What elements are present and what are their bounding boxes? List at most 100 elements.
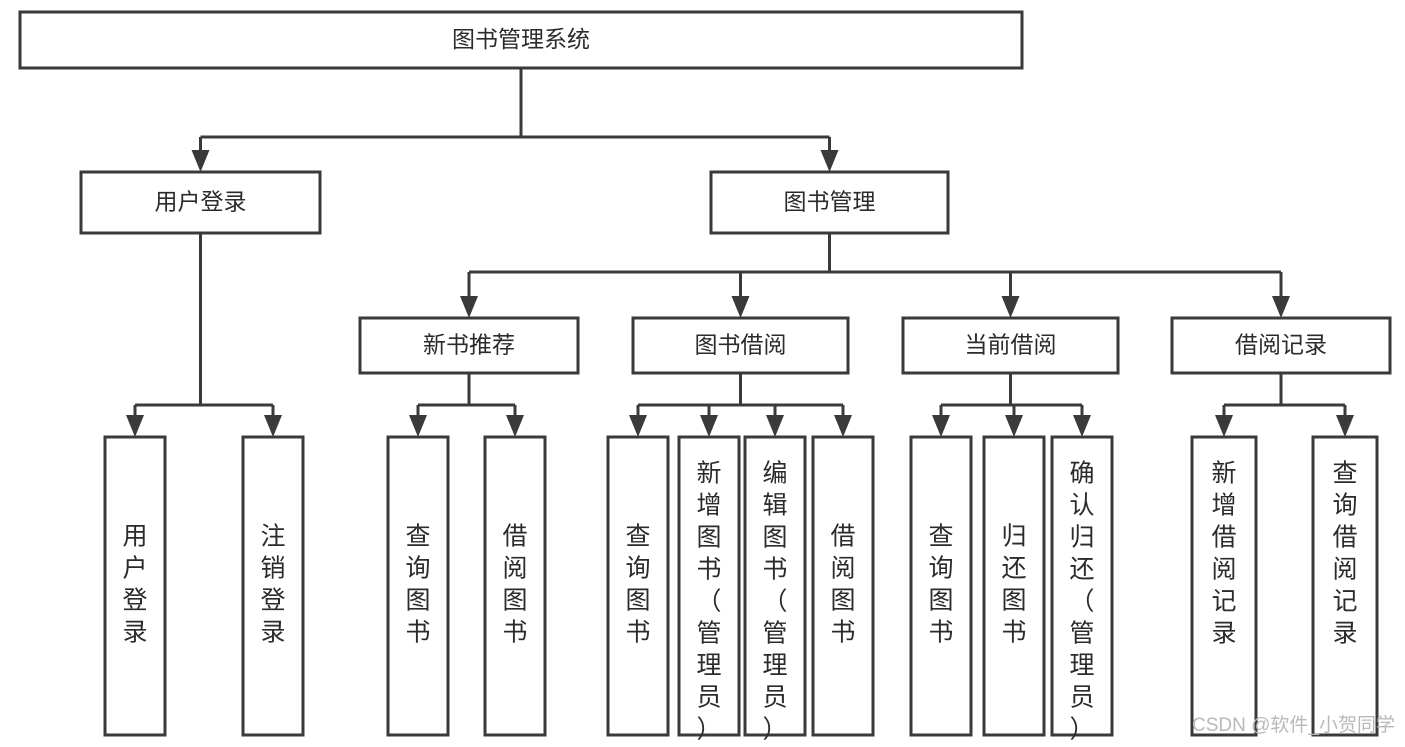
node-label-leaf-confirm-return-char-6: 理 [1069,652,1094,680]
node-label-leaf-borrow-book-2-char-0: 借 [830,523,855,551]
node-label-leaf-borrow-book-1-char-0: 借 [502,523,527,551]
node-label-leaf-borrow-book-1-char-3: 书 [502,619,527,647]
node-user-login[interactable]: 用户登录 [79,170,322,235]
node-label-leaf-add-record-char-2: 借 [1211,524,1236,552]
connector-layer [126,68,1354,437]
node-label-leaf-add-book-char-7: 员 [696,684,721,712]
arrow-head-icon-leaf-return-book [1005,415,1023,437]
node-borrow-record[interactable]: 借阅记录 [1170,316,1392,375]
arrow-head-icon-leaf-add-record [1215,415,1233,437]
node-label-new-book-rec: 新书推荐 [423,332,515,358]
node-label-leaf-query-book-2-char-3: 书 [625,619,650,647]
node-label-leaf-return-book-char-0: 归 [1001,523,1026,551]
arrow-head-icon-leaf-query-book-1 [409,415,427,437]
csdn-watermark: CSDN @软件_小贺同学 [1192,714,1395,736]
node-label-leaf-edit-book-char-2: 图 [762,524,787,552]
node-label-leaf-add-book-char-0: 新 [696,460,721,488]
node-label-leaf-edit-book-char-3: 书 [762,556,787,584]
node-label-leaf-add-book-char-1: 增 [696,492,721,520]
node-label-book-manage: 图书管理 [784,189,876,215]
node-layer: 图书管理系统用户登录图书管理新书推荐图书借阅当前借阅借阅记录用户登录注销登录查询… [18,10,1392,744]
arrow-head-icon-current-borrow [1001,296,1020,318]
node-box-borrow-record [1170,316,1392,375]
arrow-head-icon-book-manage [820,150,839,172]
node-label-leaf-borrow-book-2-char-3: 书 [830,619,855,647]
node-label-leaf-query-book-2-char-1: 询 [625,555,650,583]
node-box-leaf-borrow-book-2 [811,435,875,737]
node-label-leaf-query-book-3-char-3: 书 [928,619,953,647]
node-label-leaf-query-record-char-5: 录 [1332,620,1357,648]
node-label-leaf-query-record-char-4: 记 [1332,588,1357,616]
node-book-borrow[interactable]: 图书借阅 [631,316,850,375]
node-label-leaf-query-record-char-0: 查 [1332,460,1357,488]
node-box-leaf-query-record [1311,435,1379,737]
node-label-leaf-confirm-return-char-5: 管 [1069,620,1094,648]
arrow-head-icon-leaf-query-book-3 [932,415,950,437]
node-box-leaf-return-book [982,435,1046,737]
node-label-leaf-return-book-char-2: 图 [1001,587,1026,615]
node-box-leaf-query-book-1 [386,435,450,737]
node-label-leaf-confirm-return-char-2: 归 [1069,524,1094,552]
node-box-leaf-user-login [103,435,167,737]
node-label-leaf-add-record-char-5: 录 [1211,620,1236,648]
arrow-head-icon-borrow-record [1272,296,1290,318]
node-label-leaf-edit-book-char-8: ） [762,716,787,744]
node-label-leaf-query-book-3-char-1: 询 [928,555,953,583]
node-current-borrow[interactable]: 当前借阅 [901,316,1120,375]
node-label-leaf-add-record-char-1: 增 [1211,492,1236,520]
node-root[interactable]: 图书管理系统 [18,10,1024,70]
node-label-leaf-edit-book-char-0: 编 [762,460,787,488]
node-label-leaf-add-book-char-5: 管 [696,620,721,648]
arrow-head-icon-leaf-logout [264,415,282,437]
arrow-head-icon-leaf-confirm-return [1073,415,1091,437]
node-label-leaf-confirm-return-char-3: 还 [1069,556,1094,584]
node-label-leaf-edit-book-char-5: 管 [762,620,787,648]
node-label-leaf-user-login-char-1: 户 [122,555,147,583]
arrow-head-icon-leaf-edit-book [766,415,784,437]
node-book-manage[interactable]: 图书管理 [709,170,950,235]
node-label-leaf-borrow-book-2-char-2: 图 [830,587,855,615]
node-leaf-user-login[interactable]: 用户登录 [103,435,167,737]
node-label-leaf-borrow-book-2-char-1: 阅 [830,555,855,583]
node-label-leaf-query-book-3-char-0: 查 [928,523,953,551]
node-label-current-borrow: 当前借阅 [965,332,1057,358]
node-new-book-rec[interactable]: 新书推荐 [358,316,580,375]
node-label-leaf-query-record-char-2: 借 [1332,524,1357,552]
node-box-book-borrow [631,316,850,375]
node-box-leaf-edit-book [743,435,807,737]
arrow-head-icon-leaf-query-book-2 [629,415,647,437]
node-label-leaf-user-login-char-2: 登 [122,587,147,615]
arrow-head-icon-leaf-add-book [700,415,718,437]
node-label-leaf-add-book-char-2: 图 [696,524,721,552]
node-label-leaf-confirm-return-char-8: ） [1069,716,1094,744]
arrow-head-icon-leaf-borrow-book-1 [506,415,524,437]
node-label-borrow-record: 借阅记录 [1235,332,1327,358]
node-box-user-login [79,170,322,235]
node-label-leaf-add-record-char-0: 新 [1211,460,1236,488]
node-label-leaf-user-login-char-3: 录 [122,619,147,647]
node-label-leaf-confirm-return-char-4: （ [1069,588,1094,616]
node-box-leaf-confirm-return [1050,435,1114,737]
arrow-head-icon-new-book-rec [460,296,478,318]
node-label-leaf-add-book-char-8: ） [696,716,721,744]
node-box-leaf-query-book-3 [909,435,973,737]
node-label-leaf-confirm-return-char-1: 认 [1069,492,1094,520]
node-label-leaf-edit-book-char-4: （ [762,588,787,616]
node-label-leaf-edit-book-char-7: 员 [762,684,787,712]
node-box-book-manage [709,170,950,235]
arrow-head-icon-leaf-query-record [1336,415,1354,437]
